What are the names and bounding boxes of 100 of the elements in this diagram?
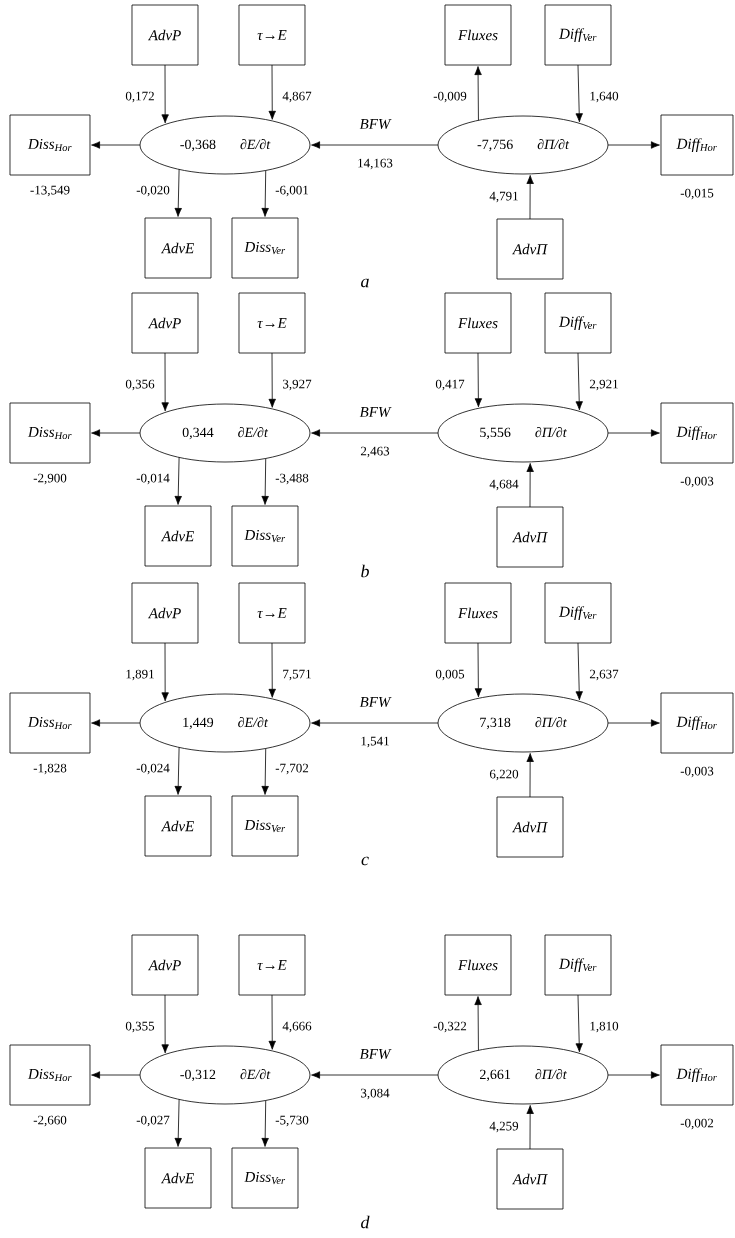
term-box: AdvP: [131, 292, 199, 354]
value-label: 4,684: [488, 478, 520, 492]
arrow: [311, 1071, 439, 1079]
term-box: AdvE: [144, 795, 212, 857]
arrow: [268, 994, 276, 1050]
panel-letter: c: [361, 856, 369, 866]
term-box: AdvΠ: [496, 506, 564, 568]
term-box: Fluxes: [444, 4, 512, 66]
arrow: [526, 753, 534, 798]
term-box: τ→E: [238, 582, 306, 644]
value-label: 1,810: [588, 1020, 620, 1034]
arrow: [161, 64, 169, 124]
arrow: [174, 169, 182, 217]
value-label: 2,463: [359, 445, 391, 459]
flux-name: BFW: [359, 407, 392, 417]
flux-name: BFW: [359, 119, 392, 129]
arrow: [474, 996, 482, 1051]
arrow: [311, 429, 439, 437]
value-label: -0,003: [679, 765, 715, 779]
arrow: [91, 719, 141, 727]
term-box: Diss$_{Ver}$: [231, 217, 299, 279]
term-box: AdvE: [144, 1147, 212, 1209]
term-box: Diff$_{Hor}$: [660, 1044, 734, 1106]
value-label: 1,891: [124, 668, 156, 682]
arrow: [174, 747, 182, 795]
term-box: AdvE: [144, 217, 212, 279]
term-box: Diss$_{Ver}$: [231, 1147, 299, 1209]
value-label: -0,015: [679, 187, 715, 201]
arrow: [174, 457, 182, 505]
value-label: -2,660: [32, 1114, 68, 1128]
arrow: [261, 170, 269, 217]
term-box: Fluxes: [444, 582, 512, 644]
term-box: AdvΠ: [496, 218, 564, 280]
value-label: -0,024: [135, 762, 171, 776]
value-label: 3,084: [359, 1087, 391, 1101]
arrow: [311, 141, 439, 149]
arrow: [526, 175, 534, 220]
value-label: 4,666: [281, 1020, 313, 1034]
value-label: 2,921: [588, 378, 620, 392]
value-label: -0,322: [432, 1020, 468, 1034]
arrow: [91, 1071, 141, 1079]
arrow: [474, 352, 483, 408]
value-label: -0,003: [679, 475, 715, 489]
value-label: -0,014: [135, 472, 171, 486]
value-label: -0,002: [679, 1117, 715, 1131]
value-label: 2,637: [588, 668, 620, 682]
value-label: 1,541: [359, 735, 391, 749]
term-box: Diff$_{Ver}$: [544, 4, 612, 66]
arrow: [575, 352, 583, 411]
arrow: [161, 642, 169, 702]
panel-letter: d: [361, 1215, 370, 1229]
arrow: [261, 458, 269, 505]
arrow: [575, 64, 583, 123]
value-label: 4,867: [281, 90, 313, 104]
arrow: [526, 1105, 534, 1150]
value-label: 6,220: [488, 768, 520, 782]
value-label: -1,828: [32, 762, 68, 776]
arrow: [526, 463, 534, 508]
term-box: AdvΠ: [496, 1148, 564, 1210]
term-box: Diff$_{Ver}$: [544, 934, 612, 996]
arrow: [268, 64, 276, 120]
term-box: Diss$_{Hor}$: [9, 692, 91, 754]
term-box: AdvP: [131, 4, 199, 66]
arrow: [575, 642, 583, 701]
term-box: Diss$_{Hor}$: [9, 114, 91, 176]
term-box: Diff$_{Ver}$: [544, 582, 612, 644]
term-box: τ→E: [238, 292, 306, 354]
value-label: 0,417: [434, 378, 466, 392]
value-label: -5,730: [274, 1114, 310, 1128]
arrow: [268, 642, 276, 698]
arrow: [261, 1100, 269, 1147]
term-box: Fluxes: [444, 292, 512, 354]
term-box: AdvΠ: [496, 796, 564, 858]
panel-letter: b: [361, 564, 369, 578]
term-box: Diss$_{Hor}$: [9, 402, 91, 464]
term-box: Diss$_{Ver}$: [231, 795, 299, 857]
arrow: [607, 719, 660, 727]
term-box: τ→E: [238, 4, 306, 66]
term-box: Diff$_{Hor}$: [660, 114, 734, 176]
value-label: 0,005: [434, 668, 466, 682]
arrow: [161, 994, 169, 1054]
arrow: [575, 994, 583, 1053]
arrow: [474, 642, 483, 698]
value-label: 0,172: [124, 90, 156, 104]
value-label: -0,009: [432, 90, 468, 104]
arrow: [91, 141, 141, 149]
value-label: -2,900: [32, 472, 68, 486]
value-label: -7,702: [274, 762, 310, 776]
value-label: 7,571: [281, 668, 313, 682]
value-label: -13,549: [28, 184, 72, 198]
value-label: 4,791: [488, 190, 520, 204]
term-box: Fluxes: [444, 934, 512, 996]
value-label: 14,163: [356, 157, 394, 171]
value-label: 0,356: [124, 378, 156, 392]
value-label: 1,640: [588, 90, 620, 104]
term-box: AdvE: [144, 505, 212, 567]
term-box: Diff$_{Hor}$: [660, 692, 734, 754]
arrow: [91, 429, 141, 437]
value-label: -0,027: [135, 1114, 171, 1128]
value-label: 4,259: [488, 1120, 520, 1134]
